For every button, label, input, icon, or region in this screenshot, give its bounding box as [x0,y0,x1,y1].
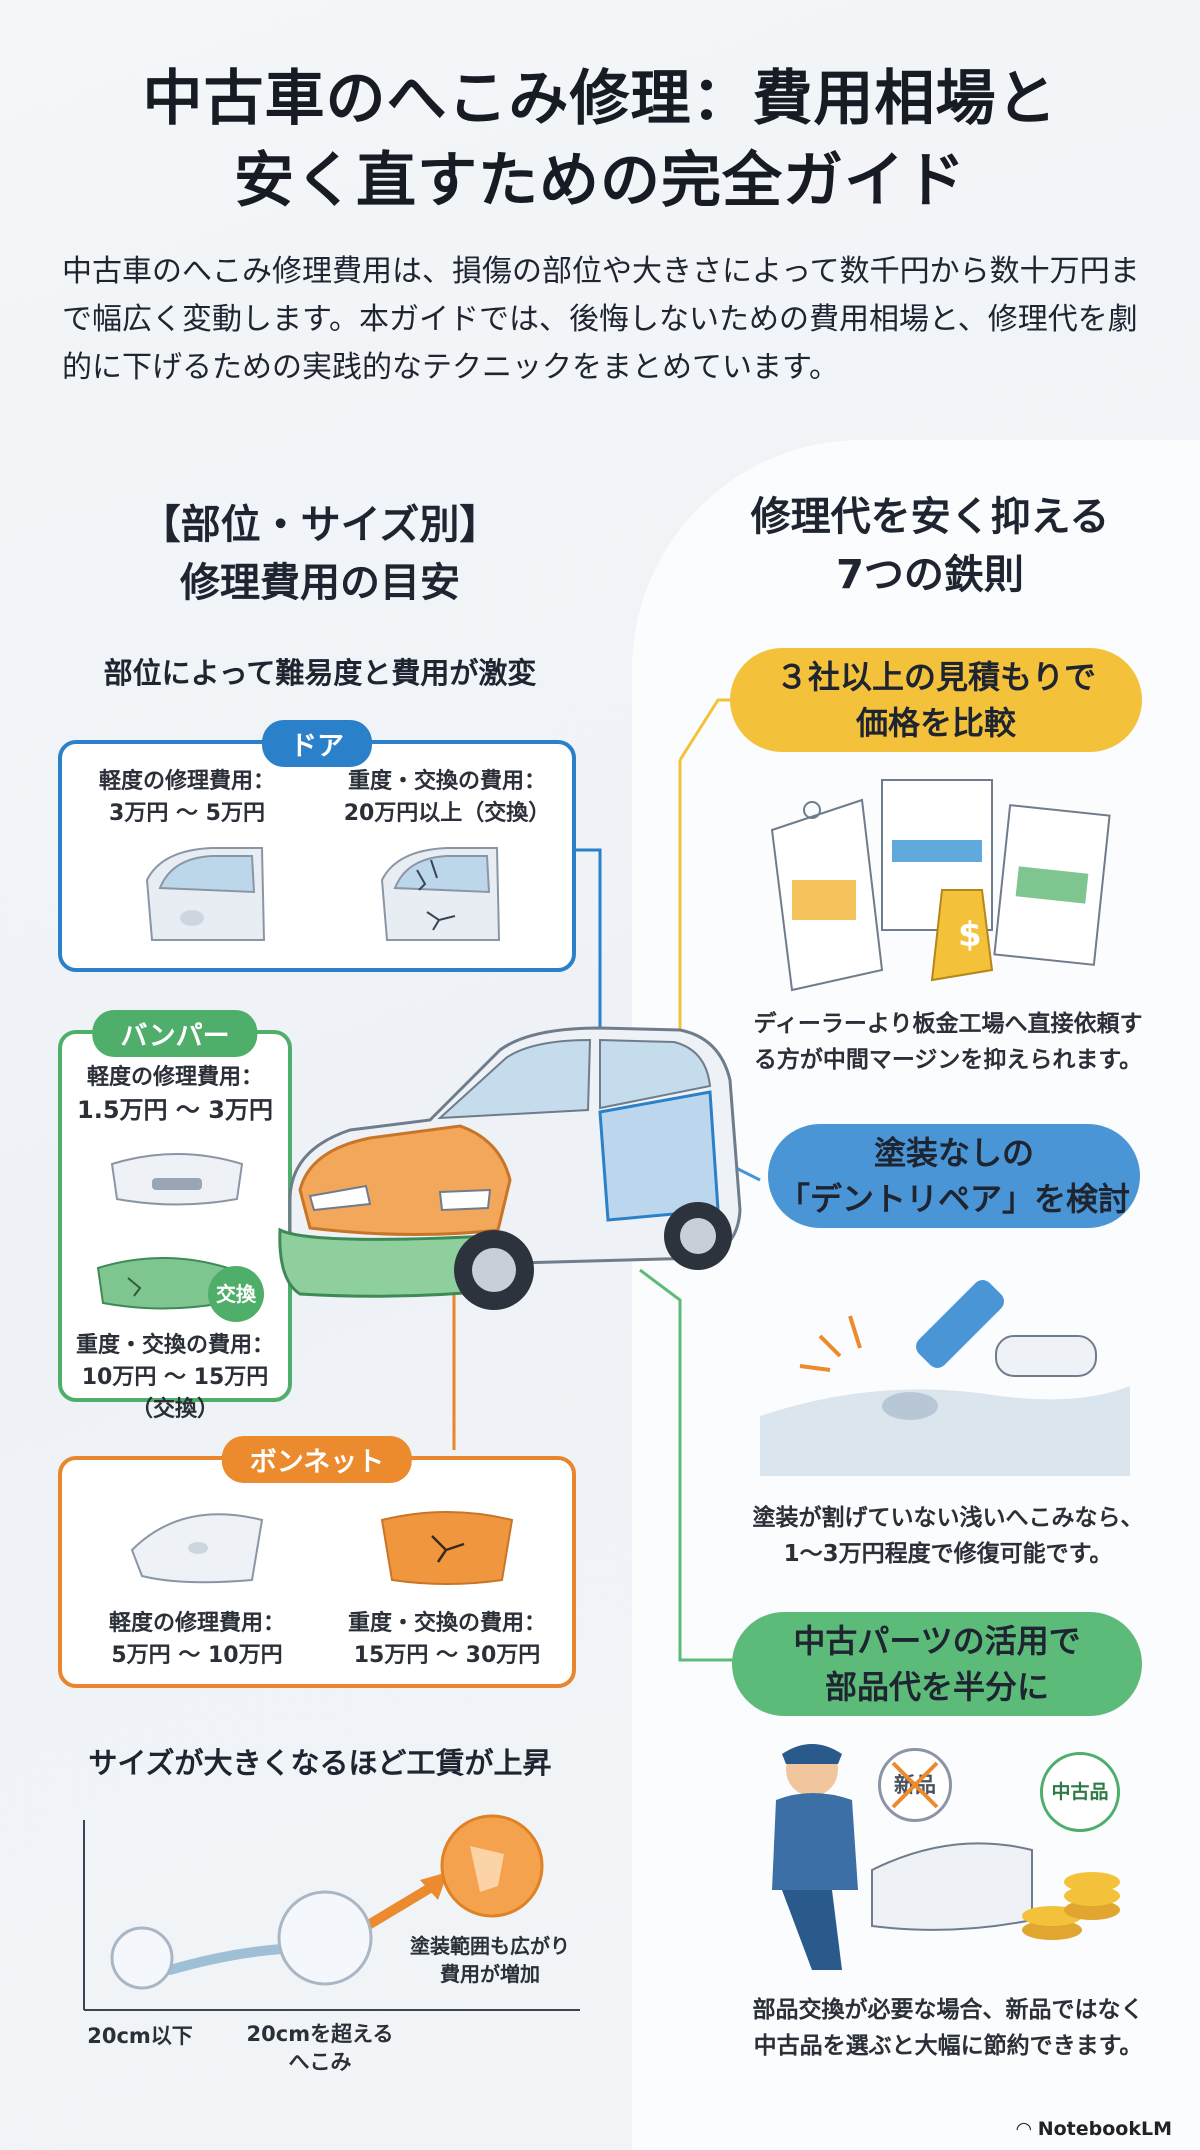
left-subheading: 部位によって難易度と費用が激変 [103,656,537,690]
bumper-heavy-price: 10万円 ～ 15万円（交換） [81,1365,269,1422]
left-section-heading: 【部位・サイズ別】 修理費用の目安 [40,496,600,612]
right-heading-line-1: 修理代を安く抑える [750,494,1110,540]
rule-2-title-line-2: 「デントリペア」を検討 [777,1180,1130,1218]
bonnet-light-icon [130,1513,264,1584]
door-tag: ドア [262,720,372,767]
rule-2-text: 塗装が割げていない浅いへこみなら、 1～3万円程度で修復可能です。 [728,1500,1168,1572]
bumper-heavy-cost: 重度・交換の費用： 10万円 ～ 15万円（交換） [60,1330,290,1426]
size-section-title: サイズが大きくなるほど工賃が上昇 [88,1746,552,1780]
rule-1-title-line-2: 価格を比較 [855,704,1016,742]
bonnet-heavy-label: 重度・交換の費用： [347,1611,546,1636]
size-diagram [83,1814,580,2011]
bonnet-heavy-cost: 重度・交換の費用： 15万円 ～ 30万円 [342,1608,552,1672]
rule-2-title-line-1: 塗装なしの [873,1134,1034,1172]
replace-badge: 交換 [208,1266,264,1322]
size-note-line-1: 塗装範囲も広がり [410,1934,570,1958]
bumper-light-price: 1.5万円 ～ 3万円 [77,1096,273,1124]
door-heavy-cost: 重度・交換の費用： 20万円以上（交換） [332,766,562,830]
logo-icon: ◠ [1016,2118,1038,2140]
bonnet-heavy-price: 15万円 ～ 30万円 [353,1643,541,1668]
bumper-light-label: 軽度の修理費用： [86,1065,263,1090]
right-heading-line-2: 7つの鉄則 [836,552,1024,598]
size-small-label: 20cm以下 [87,2024,193,2048]
bumper-light-cost: 軽度の修理費用： 1.5万円 ～ 3万円 [68,1062,282,1126]
left-heading-line-2: 修理費用の目安 [180,560,460,606]
right-section-heading: 修理代を安く抑える 7つの鉄則 [650,488,1200,604]
rule-3-text: 部品交換が必要な場合、新品ではなく 中古品を選ぶと大幅に節約できます。 [728,1992,1168,2064]
page-title: 中古車のへこみ修理：費用相場と 安く直すための完全ガイド [40,58,1160,222]
bumper-heavy-label: 重度・交換の費用： [75,1333,274,1358]
logo-text: NotebookLM [1037,2118,1172,2140]
dent-repair-tool-icon [760,1280,1130,1476]
bonnet-light-price: 5万円 ～ 10万円 [111,1643,283,1668]
door-light-damage-icon [145,847,266,941]
rule-1-text-line-2: る方が中間マージンを抑えられます。 [753,1047,1143,1073]
rule-3-title-line-1: 中古パーツの活用で [793,1622,1081,1660]
door-light-label: 軽度の修理費用： [98,769,275,794]
rule-1-title-line-1: ３社以上の見積もりで [775,658,1096,696]
bonnet-cost-box: ボンネット 軽度の修理費用： 5万円 ～ 10万円 重度・交換の費用： 15万円… [58,1436,576,1688]
notebooklm-logo: ◠ NotebookLM [1016,2118,1172,2140]
title-line-1: 中古車のへこみ修理：費用相場と [142,64,1058,134]
rule-1-text: ディーラーより板金工場へ直接依頼す る方が中間マージンを抑えられます。 [728,1006,1168,1078]
bonnet-tag: ボンネット [221,1436,413,1483]
svg-text:$: $ [958,915,982,955]
mechanic-used-parts-icon [772,1744,1120,1970]
size-large-label: 20cmを超える へこみ [230,2020,410,2076]
used-part-badge: 中古品 [1040,1752,1120,1832]
door-light-cost: 軽度の修理費用： 3万円 ～ 5万円 [82,766,292,830]
size-large-label-line-2: へこみ [288,2050,352,2074]
rule-2-pill: 塗装なしの 「デントリペア」を検討 [768,1124,1140,1228]
rule-2-text-line-2: 1～3万円程度で修復可能です。 [783,1541,1113,1567]
door-light-price: 3万円 ～ 5万円 [109,801,265,826]
rule-3-title-line-2: 部品代を半分に [824,1668,1049,1706]
bonnet-light-cost: 軽度の修理費用： 5万円 ～ 10万円 [92,1608,302,1672]
door-heavy-price: 20万円以上（交換） [343,801,551,826]
rule-3-text-line-2: 中古品を選ぶと大幅に節約できます。 [753,2033,1143,2059]
size-note: 塗装範囲も広がり 費用が増加 [390,1932,590,1988]
bumper-cost-box: バンパー 軽度の修理費用： 1.5万円 ～ 3万円 交換 重度・交換の費用： 1… [58,1010,292,1422]
bonnet-heavy-icon [380,1511,514,1585]
rule-2-text-line-1: 塗装が割げていない浅いへこみなら、 [752,1505,1144,1531]
left-heading-line-1: 【部位・サイズ別】 [140,502,500,548]
cross-icon [891,1761,939,1809]
rule-1-pill: ３社以上の見積もりで 価格を比較 [730,648,1142,752]
intro-paragraph: 中古車のへこみ修理費用は、損傷の部位や大きさによって数千円から数十万円まで幅広く… [62,254,1140,385]
new-part-badge: 新品 [878,1748,952,1822]
rule-3-text-line-1: 部品交換が必要な場合、新品ではなく [752,1997,1144,2023]
rule-1-text-line-1: ディーラーより板金工場へ直接依頼す [753,1011,1143,1037]
rule-3-pill: 中古パーツの活用で 部品代を半分に [732,1612,1142,1716]
estimate-documents-icon: $ [770,779,1111,992]
size-note-line-2: 費用が増加 [440,1962,540,1986]
size-large-label-line-1: 20cmを超える [246,2022,394,2046]
door-heavy-label: 重度・交換の費用： [347,769,546,794]
door-cost-box: ドア 軽度の修理費用： 3万円 ～ 5万円 重度・交換の費用： 20万円以上（交… [58,720,576,972]
title-line-2: 安く直すための完全ガイド [234,146,966,216]
bonnet-light-label: 軽度の修理費用： [108,1611,285,1636]
door-heavy-damage-icon [380,847,501,941]
bumper-tag: バンパー [92,1010,258,1057]
car-illustration [278,1026,742,1310]
bumper-light-icon [110,1153,244,1206]
